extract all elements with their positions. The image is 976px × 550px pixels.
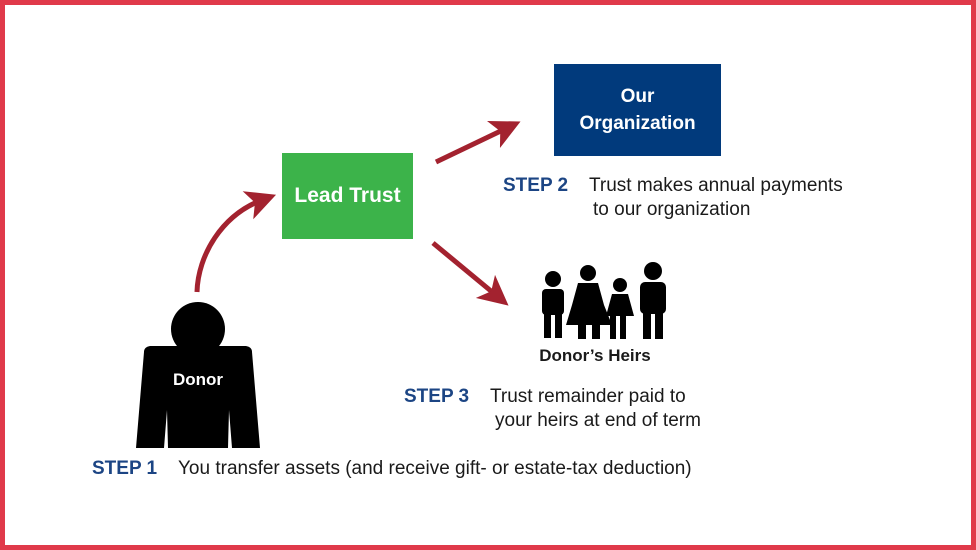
step-2-label: STEP 2	[503, 175, 569, 196]
step-3-text-line1: Trust remainder paid to	[490, 386, 686, 407]
step-3-label: STEP 3	[404, 386, 470, 407]
lead-trust-label: Lead Trust	[294, 184, 401, 207]
arrow-donor-to-trust	[194, 191, 277, 293]
arrow-trust-to-organization	[434, 120, 521, 165]
lead-trust-box: Lead Trust	[282, 153, 413, 239]
donor-silhouette-icon	[136, 302, 260, 448]
step-2: STEP 2 Trust makes annual payments to our…	[503, 174, 843, 222]
organization-box: Our Organization	[554, 64, 721, 156]
step-1: STEP 1 You transfer assets (and receive g…	[92, 457, 692, 481]
donor-label: Donor	[172, 370, 224, 389]
organization-label-line2: Organization	[579, 113, 696, 134]
family-icon	[542, 262, 666, 339]
step-3-text-line2: your heirs at end of term	[495, 410, 701, 431]
step-3: STEP 3 Trust remainder paid to your heirs…	[404, 385, 701, 433]
heirs-label: Donor’s Heirs	[539, 346, 651, 365]
arrow-trust-to-heirs	[431, 241, 509, 306]
step-1-label: STEP 1	[92, 458, 158, 479]
step-2-text-line1: Trust makes annual payments	[589, 175, 843, 196]
organization-label-line1: Our	[620, 86, 655, 107]
step-1-text: You transfer assets (and receive gift- o…	[178, 458, 692, 479]
step-2-text-line2: to our organization	[593, 199, 751, 220]
